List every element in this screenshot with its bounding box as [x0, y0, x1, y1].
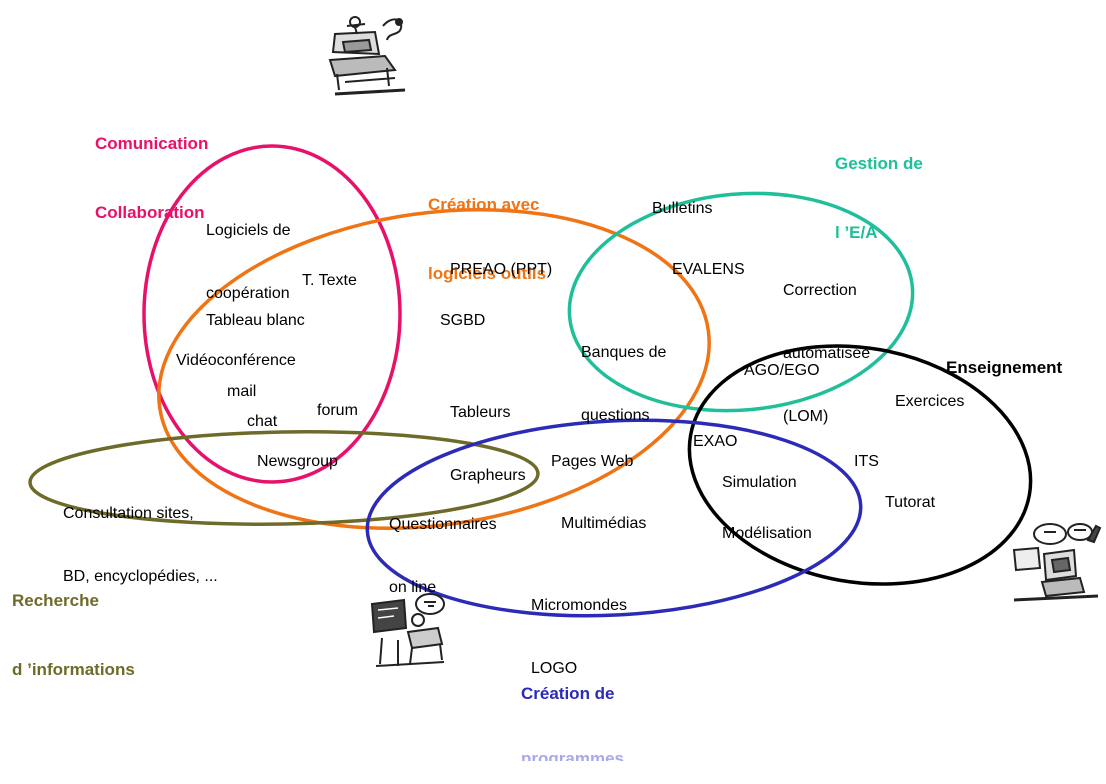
- item-simulation: Simulation: [722, 474, 797, 491]
- category-creation-programmes-line2: programmes: [521, 751, 624, 761]
- item-correction: Correction automatisée (LOM): [783, 238, 870, 448]
- communication-ellipse: [142, 144, 402, 484]
- item-videoconference: Vidéoconférence: [176, 352, 296, 369]
- item-banques: Banques de questions: [581, 300, 666, 447]
- category-communication-line1: Comunication: [95, 134, 209, 153]
- item-tableurs: Tableurs Grapheurs: [450, 360, 526, 507]
- category-creation-outils-line2: logiciels outils: [428, 264, 547, 283]
- item-logiciels-cooperation-line2: coopération: [206, 285, 290, 302]
- venn-diagram: [28, 144, 1033, 618]
- item-multimedias: Multimédias: [561, 515, 647, 532]
- creation-programmes-ellipse: [365, 418, 863, 618]
- item-correction-line1: Correction: [783, 282, 857, 299]
- item-micromondes-line2: LOGO: [531, 660, 578, 677]
- item-mail: mail: [227, 383, 257, 400]
- item-correction-line3: (LOM): [783, 408, 829, 425]
- category-creation-outils: Création avec logiciels outils: [428, 147, 546, 308]
- category-enseignement: Enseignement: [946, 310, 1062, 402]
- item-consultation-line2: BD, encyclopédies, ...: [63, 568, 218, 585]
- category-creation-outils-line1: Création avec: [428, 195, 540, 214]
- computers-clipart: [1012, 523, 1102, 602]
- item-t-texte: T. Texte: [302, 272, 357, 289]
- category-communication-line2: Collaboration: [95, 203, 205, 222]
- item-questionnaires: Questionnaires on line: [389, 472, 497, 619]
- item-ago-ego: AGO/EGO: [744, 362, 820, 379]
- item-sgbd: SGBD: [440, 312, 486, 329]
- computer-repair-clipart: [328, 16, 406, 96]
- item-consultation-line1: Consultation sites,: [63, 505, 194, 522]
- item-bulletins: Bulletins: [652, 200, 713, 217]
- item-logiciels-cooperation-line1: Logiciels de: [206, 222, 291, 239]
- item-questionnaires-line1: Questionnaires: [389, 516, 497, 533]
- item-its: ITS: [854, 453, 879, 470]
- category-gestion-line1: Gestion de: [835, 154, 923, 173]
- item-logiciels-cooperation: Logiciels de coopération: [206, 178, 291, 325]
- gestion-ellipse: [567, 191, 915, 413]
- category-recherche-line1: Recherche: [12, 591, 99, 610]
- item-banques-line2: questions: [581, 407, 650, 424]
- item-forum: forum: [317, 402, 358, 419]
- item-exao: EXAO: [693, 433, 738, 450]
- item-tableurs-line2: Grapheurs: [450, 467, 526, 484]
- item-newsgroup: Newsgroup: [257, 453, 338, 470]
- item-consultation: Consultation sites, BD, encyclopédies, .…: [63, 461, 218, 608]
- recherche-ellipse: [28, 430, 540, 526]
- creation-outils-ellipse: [157, 208, 711, 530]
- item-questionnaires-line2: on line: [389, 579, 437, 596]
- item-evalens: EVALENS: [672, 261, 745, 278]
- item-tableurs-line1: Tableurs: [450, 404, 511, 421]
- item-preao: PREAO (PPT): [450, 261, 553, 278]
- item-tutorat: Tutorat: [885, 494, 936, 511]
- category-communication: Comunication Collaboration: [95, 86, 208, 247]
- category-recherche-line2: d ’informations: [12, 660, 135, 679]
- item-micromondes: Micromondes LOGO: [531, 553, 627, 700]
- item-chat: chat: [247, 413, 278, 430]
- enseignement-ellipse: [687, 344, 1033, 586]
- item-tableau-blanc: Tableau blanc: [206, 312, 305, 329]
- item-correction-line2: automatisée: [783, 345, 871, 362]
- category-gestion-line2: l ’E/A: [835, 223, 878, 242]
- category-gestion: Gestion de l ’E/A: [835, 106, 923, 267]
- item-micromondes-line1: Micromondes: [531, 597, 628, 614]
- item-banques-line1: Banques de: [581, 344, 667, 361]
- category-enseignement-line1: Enseignement: [946, 358, 1063, 377]
- item-pages-web: Pages Web: [551, 453, 634, 470]
- item-exercices: Exercices: [895, 393, 965, 410]
- category-recherche: Recherche d ’informations: [12, 543, 135, 704]
- teacher-clipart: [370, 593, 445, 667]
- item-modelisation: Modélisation: [722, 525, 812, 542]
